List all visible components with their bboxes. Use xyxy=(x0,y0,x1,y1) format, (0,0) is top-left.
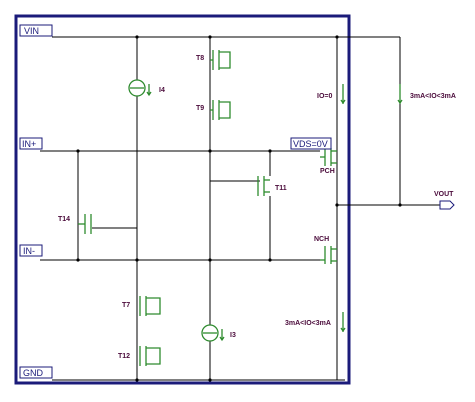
transistor-t12 xyxy=(139,346,161,366)
current-source-bottom xyxy=(340,312,346,333)
current-source-i3 xyxy=(201,324,225,342)
transistor-t14 xyxy=(78,214,92,234)
t9-label: T9 xyxy=(196,105,204,112)
current-source-io0 xyxy=(340,84,346,105)
io0-label: IO=0 xyxy=(317,93,332,100)
t11-label: T11 xyxy=(275,185,287,192)
junctions xyxy=(76,35,402,382)
in-minus-port-box xyxy=(19,244,43,257)
in-plus-port-box xyxy=(19,137,43,150)
devices xyxy=(78,50,403,366)
vout-terminal[interactable] xyxy=(439,200,455,210)
t14-label: T14 xyxy=(58,216,70,223)
in-minus-port-label: IN- xyxy=(23,246,35,256)
vout-label: VOUT xyxy=(434,191,454,198)
vds-port-box xyxy=(290,137,332,150)
current-source-i4 xyxy=(128,79,152,97)
transistor-t9 xyxy=(210,100,231,120)
pch-label: PCH xyxy=(320,168,335,175)
transistor-nch xyxy=(320,246,337,264)
top-source-label: 3mA<IO<3mA xyxy=(410,93,456,100)
transistor-pch xyxy=(320,148,337,166)
t7-label: T7 xyxy=(122,302,130,309)
current-source-top xyxy=(397,84,403,105)
transistor-t11 xyxy=(257,176,270,196)
gnd-port-box xyxy=(19,366,53,379)
vds-port-label: VDS=0V xyxy=(293,139,328,149)
transistor-t8 xyxy=(210,50,231,70)
in-plus-port-label: IN+ xyxy=(22,139,36,149)
t12-label: T12 xyxy=(118,353,130,360)
i4-label: I4 xyxy=(159,87,165,94)
amplifier-block-frame xyxy=(14,14,351,385)
vin-port-label: VIN xyxy=(24,26,39,36)
nch-label: NCH xyxy=(314,236,329,243)
vin-port-box xyxy=(19,24,53,37)
component-labels: T8 T9 T11 T14 T7 T12 PCH NCH I4 I3 IO=0 … xyxy=(58,55,456,360)
bottom-source-label: 3mA<IO<3mA xyxy=(285,320,331,327)
gnd-port-label: GND xyxy=(23,368,44,378)
i3-label: I3 xyxy=(230,332,236,339)
t8-label: T8 xyxy=(196,55,204,62)
transistor-t7 xyxy=(139,296,161,316)
wires xyxy=(40,36,440,381)
port-labels: VIN IN+ IN- GND VDS=0V xyxy=(19,24,332,379)
